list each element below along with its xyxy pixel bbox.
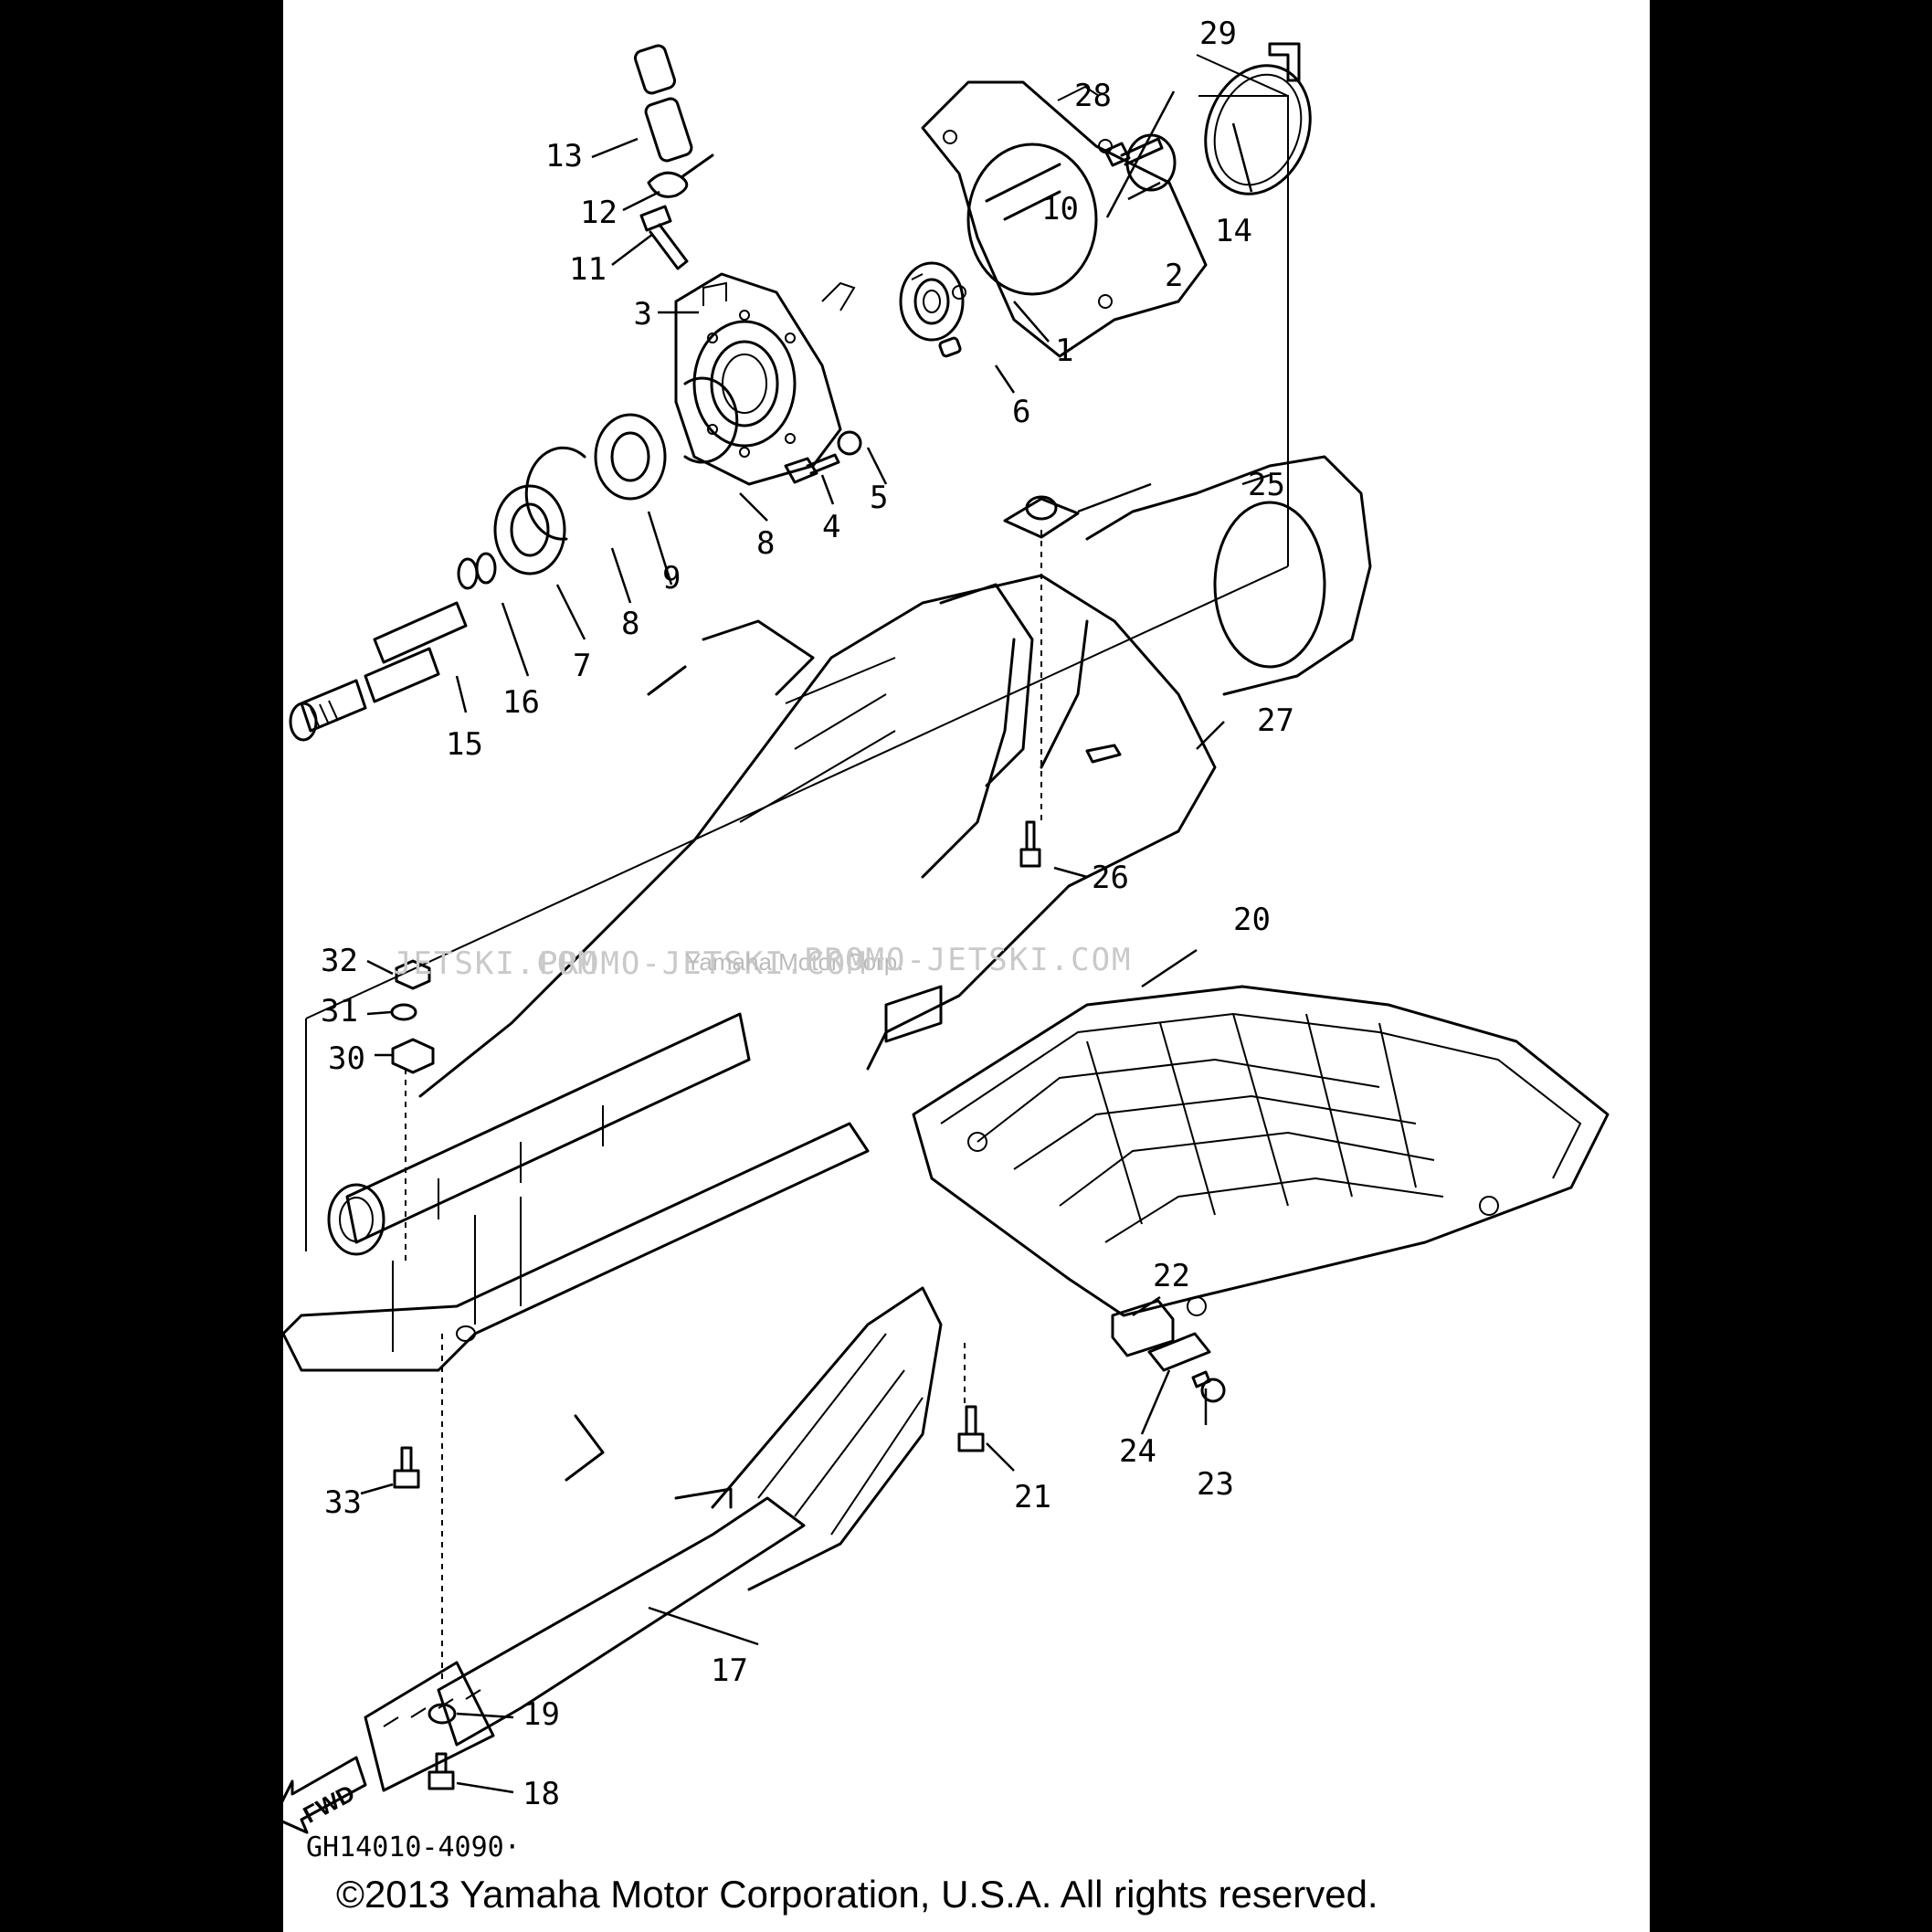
fwd-arrow-icon: FWD	[283, 1756, 367, 1834]
callout-24: 24	[1119, 1433, 1156, 1470]
callout-31: 31	[321, 993, 358, 1029]
impeller-housing-3	[674, 272, 856, 486]
watermark-right: PROMO-JETSKI.COM	[804, 942, 1133, 978]
nut-30	[391, 1038, 435, 1074]
copyright-notice: ©2013 Yamaha Motor Corporation, U.S.A. A…	[336, 1873, 1378, 1916]
callout-28: 28	[1074, 78, 1112, 114]
callout-6: 6	[1012, 394, 1030, 430]
watermark-owner: Yamaha Motor Corp.	[685, 948, 903, 976]
seal-ring-14	[1204, 64, 1312, 195]
leader-lines	[360, 90, 1271, 1794]
clip-29	[1268, 42, 1301, 82]
callout-17: 17	[711, 1652, 748, 1689]
bolt-26	[1019, 820, 1041, 868]
bearing-7	[493, 484, 566, 575]
bolt-28	[1103, 137, 1164, 167]
parts-diagram-sheet: 13 12 11 3 1 2 14 28 29 10 6 5 4 8 9 8 7…	[283, 0, 1650, 1932]
callout-30: 30	[328, 1040, 365, 1077]
dowel-6	[938, 336, 962, 358]
ride-plate-20	[912, 985, 1610, 1317]
callout-10: 10	[1041, 191, 1079, 227]
washer-5	[837, 430, 862, 456]
bolt-18	[428, 1752, 455, 1790]
plate-24	[1147, 1332, 1211, 1372]
callout-18: 18	[523, 1776, 560, 1812]
bearing-9	[594, 413, 667, 501]
callout-8-lower: 8	[621, 606, 639, 642]
callout-23: 23	[1197, 1466, 1234, 1503]
watermark-center: PROMO-JETSKI.COM	[539, 945, 868, 982]
nozzle-tube	[327, 1012, 751, 1256]
callout-3: 3	[634, 296, 652, 333]
callout-7: 7	[573, 648, 591, 684]
bolt-21	[957, 1405, 985, 1452]
cover-plate-1	[911, 80, 1208, 358]
nut-32	[395, 959, 431, 990]
callout-5: 5	[870, 480, 888, 516]
bolt-33	[393, 1446, 420, 1489]
assembly-lines	[405, 530, 1042, 1681]
callout-32: 32	[321, 943, 358, 979]
washer-19	[428, 1703, 457, 1725]
bolt-4	[784, 453, 840, 484]
callout-2: 2	[1165, 258, 1183, 294]
callout-21: 21	[1014, 1479, 1051, 1515]
frame-line-left	[305, 565, 1289, 1251]
mounting-plate	[283, 1122, 870, 1372]
callout-26: 26	[1092, 860, 1129, 896]
callout-19: 19	[523, 1696, 560, 1733]
callout-33: 33	[324, 1484, 362, 1521]
pin-13	[633, 44, 693, 163]
callout-16: 16	[502, 684, 540, 721]
washer-31	[390, 1003, 417, 1021]
callout-9: 9	[662, 560, 681, 596]
watermark-left: JETSKI.COM	[393, 945, 598, 982]
callout-14: 14	[1215, 213, 1252, 249]
drive-shaft-15	[289, 601, 468, 742]
circlip-8-lower	[524, 446, 586, 541]
intake-grate-17	[364, 1286, 943, 1792]
callout-22: 22	[1153, 1258, 1190, 1294]
callout-12: 12	[580, 195, 618, 231]
cotter-pin-12	[647, 153, 714, 198]
jet-pump-duct	[418, 455, 1372, 1098]
cap-25	[1003, 495, 1080, 539]
circlip-8-upper	[683, 376, 739, 464]
callout-labels: 13 12 11 3 1 2 14 28 29 10 6 5 4 8 9 8 7…	[321, 16, 1294, 1812]
callout-11: 11	[569, 251, 607, 288]
callout-8-upper: 8	[756, 525, 775, 562]
callout-29: 29	[1199, 16, 1237, 52]
exploded-view-diagram: 13 12 11 3 1 2 14 28 29 10 6 5 4 8 9 8 7…	[283, 16, 1610, 1916]
bolt-11	[639, 205, 689, 270]
callout-20: 20	[1233, 902, 1271, 938]
clip-27	[1085, 744, 1122, 764]
callout-13: 13	[545, 138, 583, 174]
bearing-10	[899, 261, 965, 342]
frame-line-top	[1196, 54, 1289, 566]
bolt-23	[1191, 1370, 1226, 1403]
diagram-code: GH14010-4090·	[306, 1832, 521, 1863]
callout-15: 15	[446, 726, 483, 763]
watermark: JETSKI.COM PROMO-JETSKI.COM Yamaha Motor…	[393, 942, 1133, 982]
callout-4: 4	[822, 509, 840, 545]
callout-25: 25	[1248, 467, 1285, 503]
callout-1: 1	[1055, 333, 1073, 369]
callout-27: 27	[1257, 702, 1294, 739]
o-rings-16	[457, 552, 497, 590]
